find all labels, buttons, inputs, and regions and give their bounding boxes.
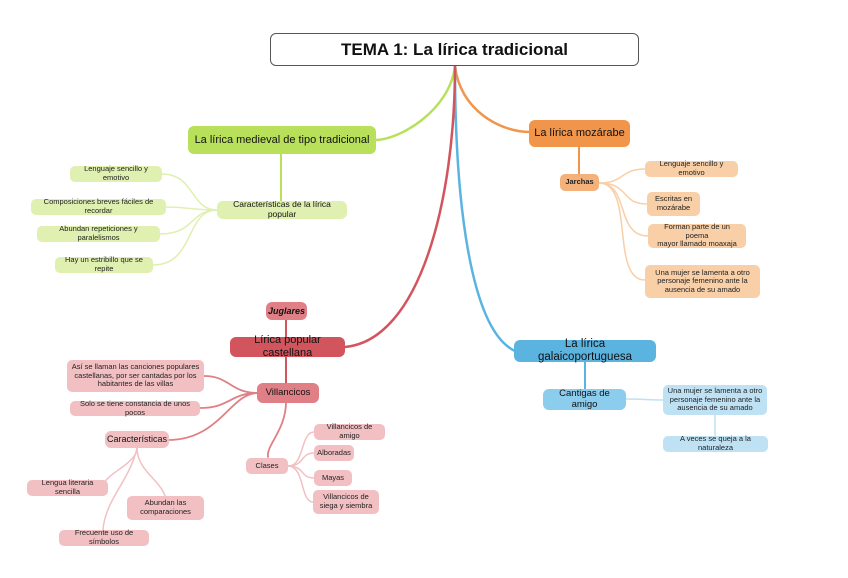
subtopic-clases[interactable]: Clases xyxy=(246,458,288,474)
subtopic-cantigas-de-amigo[interactable]: Cantigas de amigo xyxy=(543,388,626,410)
leaf-villancicos-constancia[interactable]: Solo se tiene constancia de unos pocos xyxy=(70,399,200,416)
topic-lirica-medieval[interactable]: La lírica medieval de tipo tradicional xyxy=(188,126,376,154)
topic-lirica-mozarabe[interactable]: La lírica mozárabe xyxy=(529,120,630,147)
leaf-uso-simbolos[interactable]: Frecuente uso de símbolos xyxy=(59,529,149,546)
page-title: TEMA 1: La lírica tradicional xyxy=(270,33,639,66)
subtopic-villancicos[interactable]: Villancicos xyxy=(257,383,319,403)
node-juglares[interactable]: Juglares xyxy=(266,302,307,320)
leaf-jarchas-mozarabe[interactable]: Escritas en mozárabe xyxy=(647,192,700,216)
leaf-jarchas-mujer[interactable]: Una mujer se lamenta a otro personaje fe… xyxy=(645,265,760,298)
leaf-villancicos-definicion[interactable]: Así se llaman las canciones populares ca… xyxy=(67,360,204,392)
leaf-jarchas-lenguaje[interactable]: Lenguaje sencillo y emotivo xyxy=(645,160,738,177)
leaf-repeticiones-paralelismos[interactable]: Abundan repeticiones y paralelismos xyxy=(37,225,160,242)
subtopic-caracteristicas-villancicos[interactable]: Características xyxy=(105,431,169,448)
leaf-villancicos-de-amigo[interactable]: Villancicos de amigo xyxy=(314,423,385,440)
topic-lirica-galaicoportuguesa[interactable]: La lírica galaicoportuguesa xyxy=(514,338,656,363)
leaf-estribillo[interactable]: Hay un estribillo que se repite xyxy=(55,256,153,273)
leaf-mayas[interactable]: Mayas xyxy=(314,470,352,486)
leaf-lenguaje-sencillo[interactable]: Lenguaje sencillo y emotivo xyxy=(70,165,162,182)
leaf-lengua-literaria[interactable]: Lengua literaria sencilla xyxy=(27,479,108,496)
leaf-cantigas-naturaleza[interactable]: A veces se queja a la naturaleza xyxy=(663,435,768,452)
topic-lirica-popular-castellana[interactable]: Lírica popular castellana xyxy=(230,334,345,359)
leaf-cantigas-mujer[interactable]: Una mujer se lamenta a otro personaje fe… xyxy=(663,385,767,415)
leaf-composiciones-breves[interactable]: Composiciones breves fáciles de recordar xyxy=(31,198,166,215)
leaf-villancicos-siega-siembra[interactable]: Villancicos de siega y siembra xyxy=(313,490,379,514)
subtopic-caracteristicas-lirica-popular[interactable]: Características de la lírica popular xyxy=(217,199,347,219)
leaf-alboradas[interactable]: Alboradas xyxy=(314,445,354,461)
leaf-abundan-comparaciones[interactable]: Abundan las comparaciones xyxy=(127,496,204,520)
leaf-jarchas-moaxaja[interactable]: Forman parte de un poema mayor llamado m… xyxy=(648,222,746,248)
subtopic-jarchas[interactable]: Jarchas xyxy=(560,174,599,191)
